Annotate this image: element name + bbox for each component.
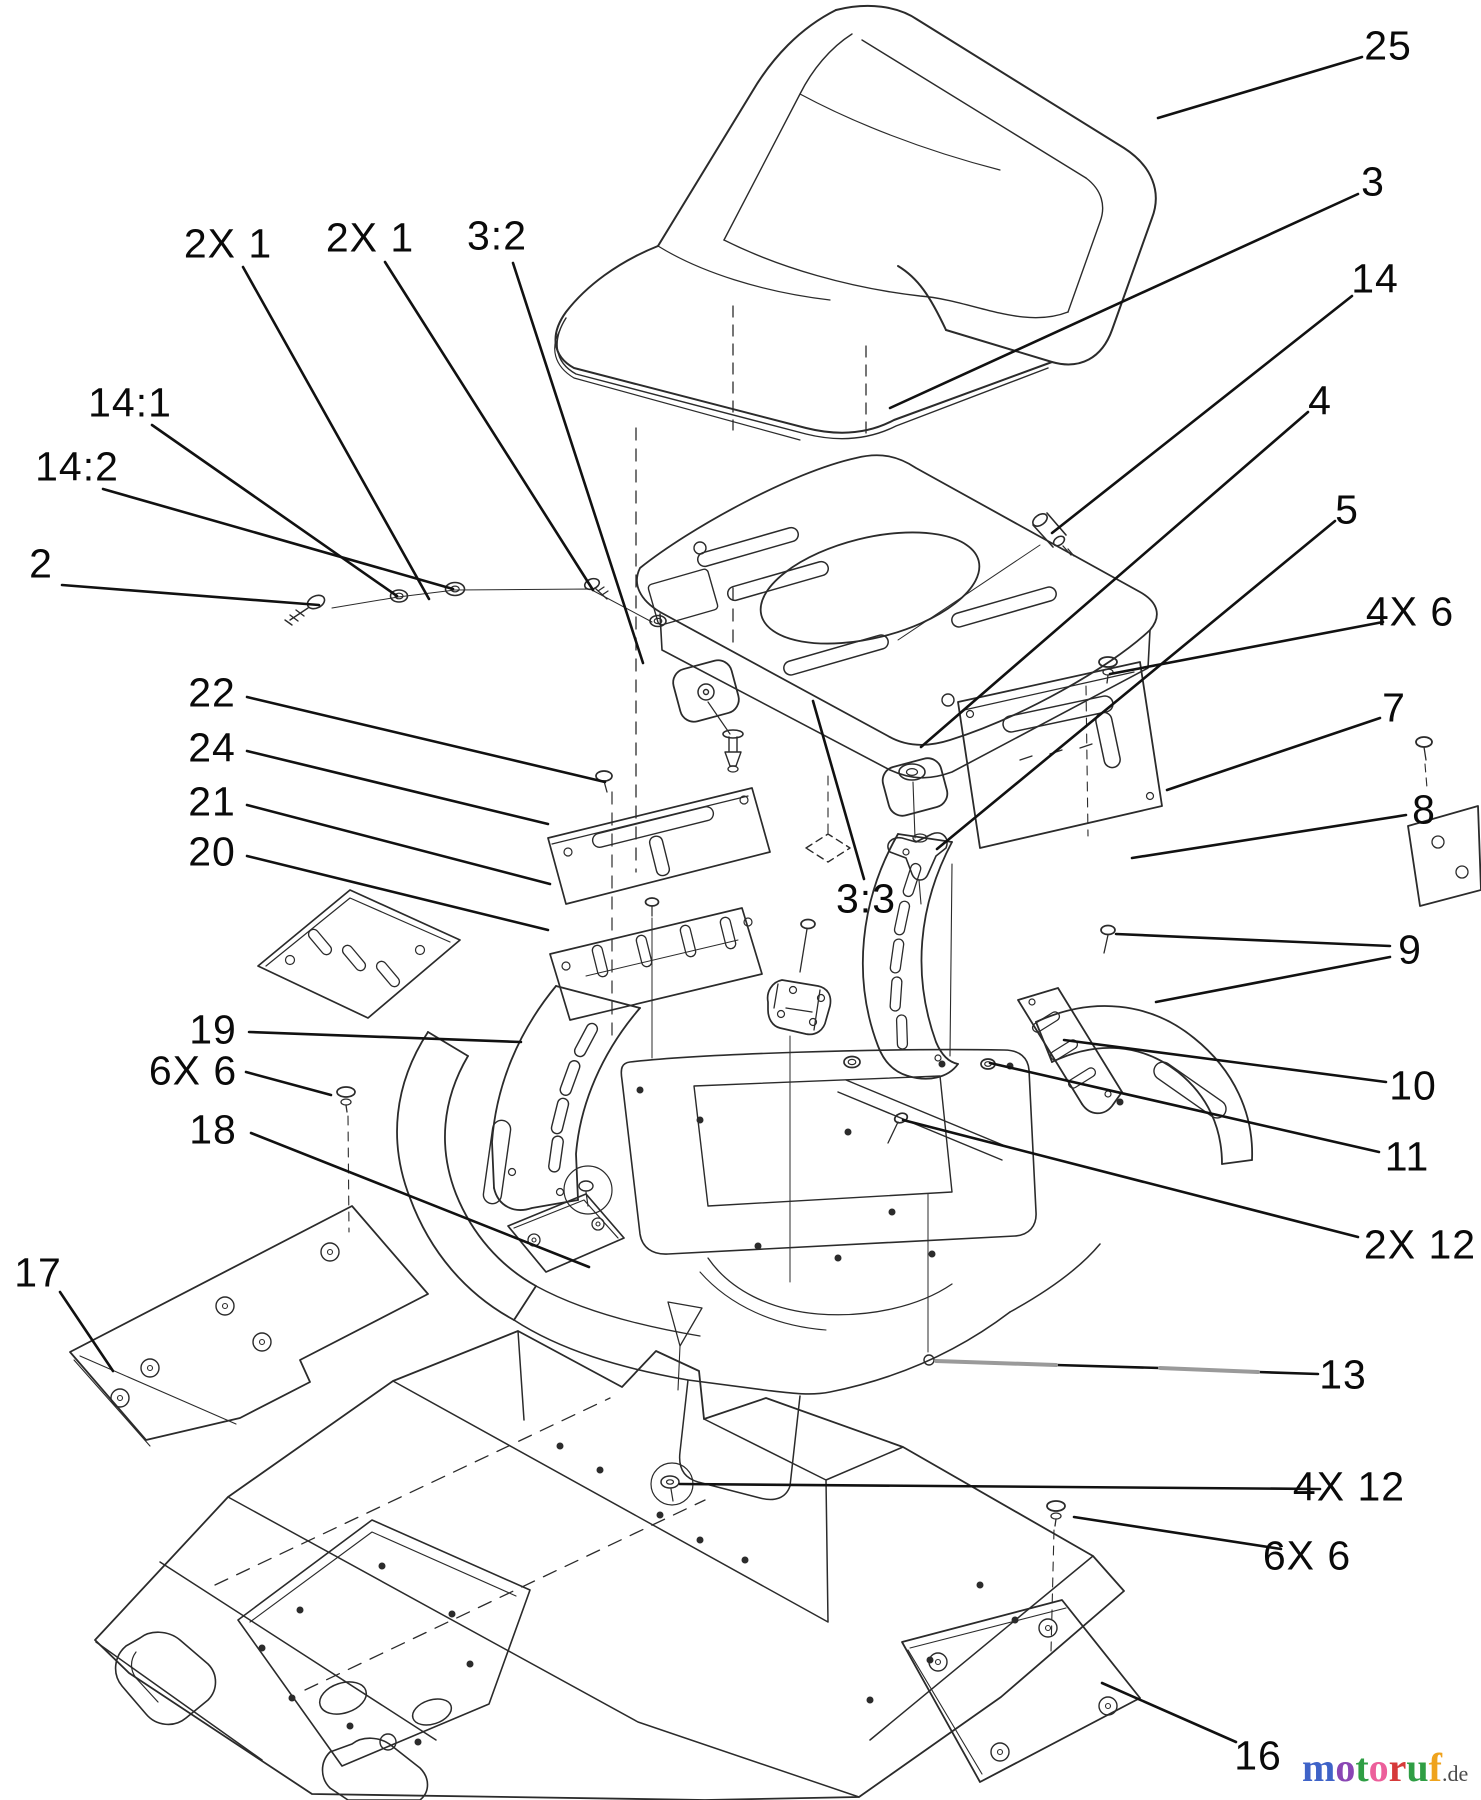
callout-13: 13: [1319, 1351, 1367, 1398]
seat-drawing: [554, 4, 1157, 441]
watermark-letter: t: [1355, 1745, 1369, 1790]
callout-24: 24: [188, 724, 236, 771]
watermark-letter: u: [1406, 1745, 1429, 1790]
fender-body: [396, 1005, 1253, 1506]
callout-22: 22: [188, 669, 236, 716]
alignment-axes: [635, 427, 734, 873]
callout-qty-2x1-b: 2X 1: [325, 214, 415, 261]
watermark-letter: o: [1335, 1745, 1356, 1790]
callout-14-1: 14:1: [88, 379, 172, 426]
right-slide-plate: [957, 656, 1481, 907]
callout-7: 7: [1382, 684, 1406, 731]
callout-17: 17: [14, 1249, 62, 1296]
callout-16: 16: [1234, 1732, 1282, 1779]
callout-qty-2x12: 2X 12: [1363, 1221, 1477, 1268]
watermark-letter: o: [1368, 1745, 1389, 1790]
callout-20: 20: [188, 828, 236, 875]
leader-lines: [58, 55, 1408, 1744]
plate-18: [336, 1086, 625, 1273]
chassis-frame: [94, 1330, 1125, 1800]
callout-3: 3: [1361, 158, 1385, 205]
watermark-word: motoruf: [1302, 1745, 1442, 1790]
callout-5: 5: [1335, 486, 1359, 533]
callout-qty-4x6: 4X 6: [1365, 588, 1455, 635]
callout-25: 25: [1364, 22, 1412, 69]
chassis-hole-dots: [258, 1442, 1019, 1746]
watermark-suffix: .de: [1442, 1761, 1469, 1786]
callout-10: 10: [1389, 1062, 1437, 1109]
callout-14: 14: [1351, 255, 1399, 302]
fender-hole-dots: [636, 1060, 1124, 1262]
plate-17: [69, 1205, 429, 1447]
watermark-letter: m: [1302, 1745, 1336, 1790]
right-straps: [861, 833, 1123, 1115]
plate-16: [901, 1500, 1141, 1783]
callout-8: 8: [1412, 786, 1436, 833]
callout-qty-2x1-a: 2X 1: [183, 220, 273, 267]
watermark-logo: motoruf.de: [1302, 1746, 1478, 1794]
watermark-letter: f: [1428, 1745, 1442, 1790]
callout-3-3: 3:3: [836, 875, 896, 922]
hardware-cluster-mid: [722, 512, 1075, 1057]
callout-4: 4: [1308, 377, 1332, 424]
watermark-letter: r: [1388, 1745, 1407, 1790]
seat-plate-drawing: [636, 454, 1158, 817]
callout-21: 21: [188, 778, 236, 825]
left-slide-plates: [257, 770, 771, 1059]
callout-qty-6x6-right: 6X 6: [1262, 1532, 1352, 1579]
callout-2: 2: [29, 540, 53, 587]
callout-3-2: 3:2: [467, 212, 527, 259]
bracket-19: [491, 985, 641, 1211]
callout-19: 19: [189, 1006, 237, 1053]
hardware-cluster-left: [284, 577, 667, 628]
callout-qty-6x6-left: 6X 6: [148, 1047, 238, 1094]
callout-14-2: 14:2: [35, 443, 119, 490]
callout-11: 11: [1384, 1133, 1430, 1180]
callout-9: 9: [1398, 926, 1422, 973]
hinge-bracket-group: [766, 918, 1116, 1353]
callout-18: 18: [189, 1106, 237, 1153]
callout-qty-4x12: 4X 12: [1292, 1463, 1406, 1510]
